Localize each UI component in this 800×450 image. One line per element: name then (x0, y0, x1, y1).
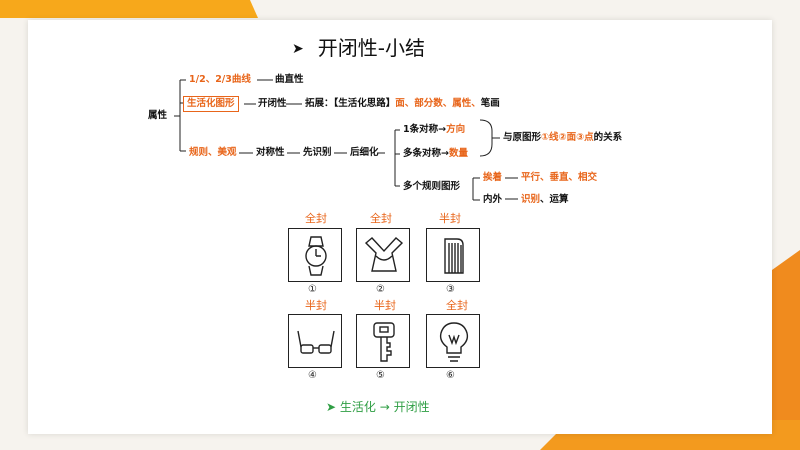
figure-3-label: 半封 (439, 212, 461, 225)
adjacent-label: 挨着 (483, 172, 503, 183)
figure-6-label: 全封 (446, 299, 468, 312)
figure-1-number: ① (308, 284, 317, 295)
extension-line: 拓展：【生活化思路】面、部分数、属性、笔画 (305, 98, 500, 110)
figure-2-label: 全封 (370, 212, 392, 225)
tree-root: 属性 (148, 110, 168, 121)
branch-curve: 1/2、2/3曲线 (189, 74, 251, 85)
branch-regular: 规则、美观 (189, 147, 237, 158)
figure-2 (356, 228, 410, 282)
branch-regular-result: 对称性 (256, 147, 285, 158)
branch-curve-result: 曲直性 (275, 74, 304, 85)
figure-4-number: ④ (308, 370, 317, 381)
figure-6 (426, 314, 480, 368)
inout-rest: 、运算 (540, 194, 569, 205)
page-title: ➤ 开闭性-小结 (292, 32, 425, 61)
title-text: 开闭性-小结 (317, 36, 425, 60)
one-axis: 1条对称→方向 (403, 124, 465, 136)
multi-axis-focus: 数量 (448, 148, 468, 159)
one-axis-text: 1条对称→ (403, 124, 447, 135)
comb-icon (444, 238, 464, 274)
decor-top-left (0, 0, 258, 18)
step-refine: 后细化 (350, 147, 379, 158)
branch-life-result: 开闭性 (258, 98, 287, 109)
adjacent-items: 平行、垂直、相交 (521, 172, 598, 183)
key-icon (373, 322, 395, 362)
figure-3 (426, 228, 480, 282)
figure-5-label: 半封 (374, 299, 396, 312)
extension-last: 笔画 (480, 98, 500, 109)
branch-life-shape: 生活化图形 (183, 96, 239, 112)
footer-result: 开闭性 (393, 400, 430, 414)
one-axis-focus: 方向 (446, 124, 466, 135)
relation-items: ①线②面③点 (541, 132, 594, 143)
watch-icon (305, 236, 327, 276)
decor-right (772, 250, 800, 430)
figure-2-number: ② (376, 284, 385, 295)
lightbulb-icon (439, 322, 469, 362)
figure-6-number: ⑥ (446, 370, 455, 381)
inout-items: 识别、运算 (521, 194, 569, 206)
inout-focus: 识别 (521, 194, 541, 205)
extension-label: 拓展：【生活化思路】 (305, 98, 396, 109)
step-identify: 先识别 (303, 147, 332, 158)
figure-5 (356, 314, 410, 368)
multi-shape: 多个规则图形 (403, 181, 461, 192)
glasses-icon (297, 330, 335, 354)
relation-suffix: 的关系 (593, 132, 623, 143)
arrow-bullet-icon: ➤ (292, 41, 304, 57)
extension-items: 面、部分数、属性、 (395, 98, 481, 109)
multi-axis-text: 多条对称→ (403, 148, 449, 159)
footer-summary: ➤ 生活化 → 开闭性 (326, 398, 430, 415)
chevron-box-icon (364, 237, 404, 272)
multi-axis: 多条对称→数量 (403, 148, 468, 160)
relation-prefix: 与原图形 (503, 132, 542, 143)
relation-note: 与原图形①线②面③点的关系 (503, 132, 622, 144)
figure-4-label: 半封 (305, 299, 327, 312)
footer-text: 生活化 (339, 400, 376, 414)
footer-bullet-icon: ➤ (326, 400, 337, 414)
figure-3-number: ③ (446, 284, 455, 295)
figure-1 (288, 228, 342, 282)
inout-label: 内外 (483, 194, 503, 205)
figure-4 (288, 314, 342, 368)
figure-1-label: 全封 (305, 212, 327, 225)
figure-5-number: ⑤ (376, 370, 385, 381)
footer-arrow: → (379, 400, 390, 414)
